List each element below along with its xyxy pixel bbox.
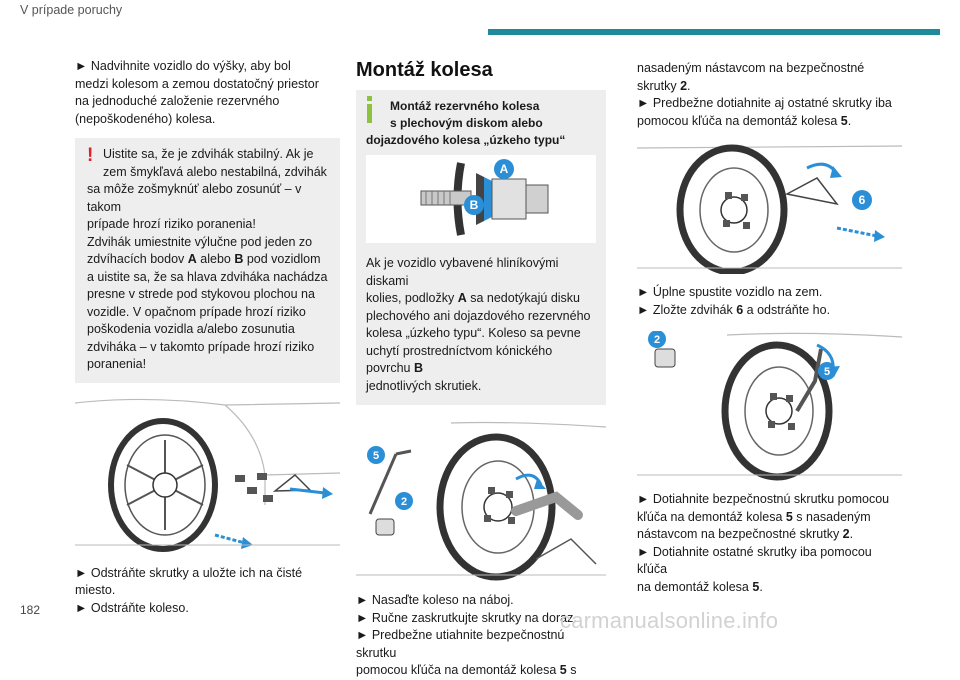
warning-line: prípade hrozí riziko poranenia! (87, 217, 256, 231)
text-run: . (849, 527, 854, 541)
text-line: kľúča na demontáž kolesa 5 s nasadeným (637, 509, 902, 527)
tighten-bolts-illustration: 5 2 (637, 331, 902, 481)
after-line: miesto. (75, 583, 116, 597)
warning-line: zem šmykľavá alebo nestabilná, zdvihák (103, 164, 327, 179)
info-title-line: dojazdového kolesa „úzkeho typu“ (366, 133, 566, 147)
text-run: kolies, podložky (366, 291, 458, 305)
point-a-label: A (187, 252, 197, 266)
text-run: pomocou kľúča na demontáž kolesa (637, 113, 841, 128)
text-run: . (759, 579, 763, 594)
text-bold: 5 (559, 663, 567, 677)
text-line: ► Dotiahnite ostatné skrutky iba pomocou… (637, 544, 872, 577)
column-left: ► Nadvihnite vozidlo do výšky, aby bol m… (75, 58, 340, 617)
text-run: skrutky (637, 78, 681, 93)
info-text-line: kolies, podložky A sa nedotýkajú disku (366, 290, 596, 308)
page-number: 182 (20, 603, 41, 617)
text-line: ► Predbežne dotiahnite aj ostatné skrutk… (637, 96, 892, 110)
figure-label-wrench: 5 (373, 450, 379, 462)
text-line: ► Dotiahnite bezpečnostnú skrutku pomoco… (637, 492, 890, 506)
warning-line: a uistite sa, že sa hlava zdviháka nachá… (87, 269, 328, 284)
remove-bolts-illustration (75, 394, 340, 555)
warning-line: poškodenia vozidla a/alebo zosunutia (87, 322, 295, 336)
watermark-text: carmanualsonline.info (560, 608, 779, 633)
text-run: na demontáž kolesa (637, 579, 753, 594)
text-run: alebo (196, 252, 235, 266)
text-run: nástavcom na bezpečnostné skrutky (637, 527, 843, 541)
text-run: uchytí prostredníctvom kónického povrchu (366, 343, 553, 376)
info-box: Montáž rezervného kolesa s plechovým dis… (356, 90, 606, 405)
figure-label-b: B (470, 198, 479, 212)
column-right: nasadeným nástavcom na bezpečnostné skru… (637, 60, 902, 596)
figure-label-a: A (500, 162, 509, 176)
info-icon (367, 96, 372, 124)
intro-line: (nepoškodeného) kolesa. (75, 111, 216, 126)
warning-line: Zdvihák umiestnite výlučne pod jeden zo (87, 234, 313, 249)
text-run: . (847, 113, 852, 128)
text-run: s (566, 663, 577, 677)
text-run: sa nedotýkajú disku (466, 291, 581, 305)
point-b-label: B (234, 252, 244, 266)
text-line: pomocou kľúča na demontáž kolesa 5. (637, 113, 902, 131)
text-run: a odstráňte ho. (743, 302, 831, 317)
intro-line: na jednoduché založenie rezervného (75, 94, 280, 108)
text-bold: 5 (840, 113, 848, 128)
text-run: kľúča na demontáž kolesa (637, 509, 786, 524)
lower-vehicle-illustration: 6 (637, 144, 902, 274)
intro-line: medzi kolesom a zemou dostatočný priesto… (75, 76, 319, 91)
figure-label-jack: 6 (859, 193, 866, 207)
warning-line: Uistite sa, že je zdvihák stabilný. Ak j… (103, 147, 314, 161)
text-run: ► Zložte zdvihák (637, 302, 737, 317)
warning-line: sa môže zošmyknúť alebo zosunúť – v tako… (87, 182, 302, 214)
after-line: ► Nasaďte koleso na náboj. (356, 593, 514, 607)
text-bold: 5 (785, 509, 793, 524)
text-bold: 2 (680, 78, 688, 93)
exclamation-icon: ! (87, 145, 94, 166)
page-header-title: V prípade poruchy (20, 3, 123, 17)
warning-line: vozidle. V opačnom prípade hrozí riziko (87, 304, 306, 319)
text-run: . (687, 78, 691, 93)
text-line: na demontáž kolesa 5. (637, 579, 902, 597)
warning-box: ! Uistite sa, že je zdvihák stabilný. Ak… (75, 138, 340, 383)
figure-label-bolt: 2 (654, 334, 660, 346)
text-bold: 5 (752, 579, 760, 594)
info-text-line: jednotlivých skrutiek. (366, 378, 482, 393)
text-run: pomocou kľúča na demontáž kolesa (356, 663, 560, 677)
info-title-line: s plechovým diskom alebo (390, 116, 543, 130)
figure-label-bolt: 2 (401, 496, 407, 508)
info-text-line: kolesa „úzkeho typu“. Koleso sa pevne (366, 326, 581, 340)
mount-wheel-illustration: 5 2 (356, 419, 606, 584)
after-line: ► Odstráňte koleso. (75, 600, 189, 615)
text-run: zdvíhacích bodov (87, 252, 188, 266)
figure-label-wrench: 5 (824, 366, 830, 378)
text-bold: B (413, 361, 423, 375)
after-line: pomocou kľúča na demontáž kolesa 5 s (356, 662, 606, 680)
text-line: nástavcom na bezpečnostné skrutky 2. (637, 526, 902, 544)
bolt-washer-illustration: A B (366, 155, 596, 243)
intro-line: ► Nadvihnite vozidlo do výšky, aby bol (75, 59, 291, 73)
warning-line: presne v strede pod stykovou plochou na (87, 287, 315, 301)
warning-line: zdviháka – v takomto prípade hrozí rizik… (87, 339, 315, 354)
text-bold: A (457, 291, 467, 305)
text-line: skrutky 2. (637, 78, 902, 96)
after-line: ► Odstráňte skrutky a uložte ich na čist… (75, 565, 303, 580)
column-middle: Montáž kolesa Montáž rezervného kolesa s… (356, 58, 606, 680)
info-text-line: Ak je vozidlo vybavené hliníkovými diska… (366, 256, 559, 288)
warning-line: poranenia! (87, 357, 147, 371)
info-title-line: Montáž rezervného kolesa (390, 99, 540, 113)
info-text-line: plechového ani dojazdového rezervného (366, 308, 591, 323)
text-run: pod vozidlom (243, 252, 321, 266)
section-title: Montáž kolesa (356, 59, 493, 81)
text-line: nasadeným nástavcom na bezpečnostné (637, 61, 865, 75)
warning-line: zdvíhacích bodov A alebo B pod vozidlom (87, 251, 328, 269)
text-run: s nasadeným (792, 509, 871, 524)
text-line: ► Úplne spustite vozidlo na zem. (637, 285, 823, 299)
info-text-line: uchytí prostredníctvom kónického povrchu… (366, 343, 596, 378)
text-bold: 6 (736, 302, 744, 317)
after-line: ► Ručne zaskrutkujte skrutky na doraz. (356, 610, 577, 625)
text-bold: 2 (842, 527, 850, 541)
header-accent-bar (488, 29, 940, 35)
text-line: ► Zložte zdvihák 6 a odstráňte ho. (637, 302, 902, 320)
